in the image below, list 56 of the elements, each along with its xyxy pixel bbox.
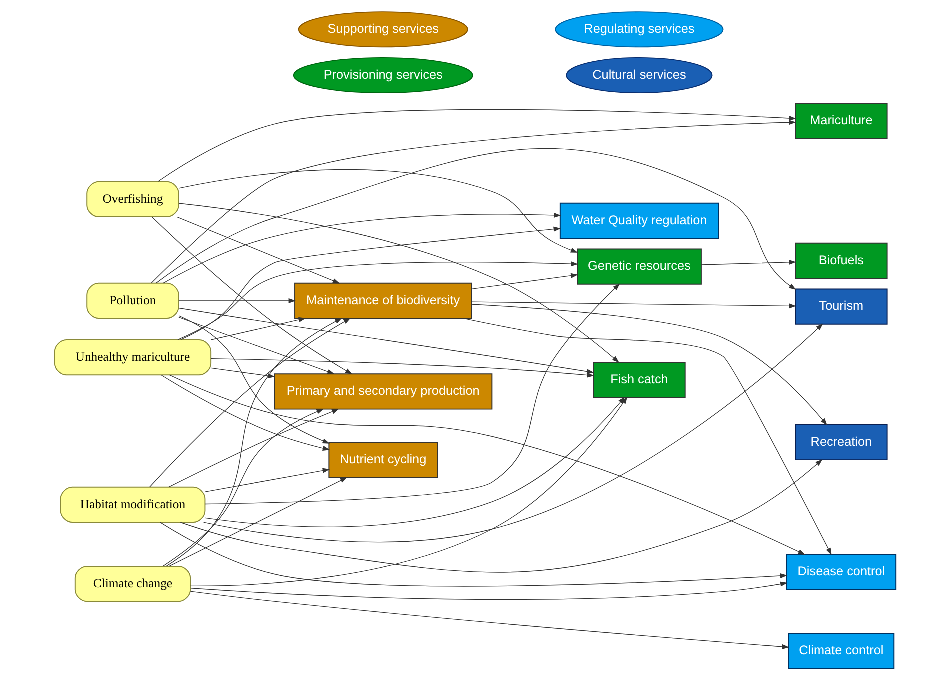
arrow (210, 358, 594, 378)
node-box: Genetic resources (577, 248, 702, 285)
arrow (178, 317, 335, 374)
node-box: Tourism (795, 288, 888, 325)
node-box: Habitat modification (60, 486, 206, 524)
arrow (463, 318, 832, 556)
node-box: Pollution (86, 282, 180, 320)
node-box: Nutrient cycling (328, 442, 438, 478)
arrow (190, 591, 790, 650)
arrow (178, 316, 330, 444)
node-box: Unhealthy mariculture (54, 340, 212, 376)
arrow (205, 468, 330, 492)
arrow (178, 298, 296, 304)
node-box: Water Quality regulation (560, 202, 720, 239)
arrow (471, 302, 796, 309)
arrow (169, 374, 806, 556)
arrow (471, 273, 578, 290)
node-box: Recreation (795, 424, 888, 461)
arrow (149, 318, 351, 488)
arrow (168, 409, 340, 488)
arrow (158, 109, 796, 182)
arrow (701, 260, 796, 266)
node-box: Biofuels (795, 242, 888, 279)
arrow (152, 216, 353, 375)
arrow (180, 226, 562, 340)
arrow (210, 368, 276, 379)
node-box: Climate change (74, 566, 192, 602)
node-ellipse: Supporting services (298, 12, 468, 48)
arrow (471, 304, 828, 426)
node-box: Climate control (788, 633, 895, 670)
arrow (180, 459, 823, 573)
arrow (162, 409, 324, 567)
node-ellipse: Regulating services (555, 12, 724, 48)
node-ellipse: Cultural services (566, 57, 713, 94)
arrow (166, 318, 342, 567)
arrow (156, 148, 796, 290)
arrow (161, 374, 330, 451)
arrow (176, 216, 340, 284)
node-box: Maintenance of biodiversity (294, 282, 472, 320)
node-box: Overfishing (86, 181, 180, 218)
arrow (178, 169, 578, 253)
arrow (151, 120, 796, 284)
node-box: Fish catch (593, 362, 686, 398)
arrow (210, 317, 306, 340)
node-box: Primary and secondary production (274, 374, 493, 410)
arrow (203, 324, 824, 543)
node-ellipse: Provisioning services (293, 57, 474, 94)
arrow (178, 203, 620, 363)
node-box: Mariculture (795, 103, 888, 140)
arrow (178, 262, 578, 340)
arrow (190, 582, 788, 600)
node-box: Disease control (786, 554, 897, 590)
arrow (160, 522, 788, 587)
arrow (163, 212, 562, 284)
arrow (168, 477, 348, 567)
arrow (178, 308, 594, 374)
